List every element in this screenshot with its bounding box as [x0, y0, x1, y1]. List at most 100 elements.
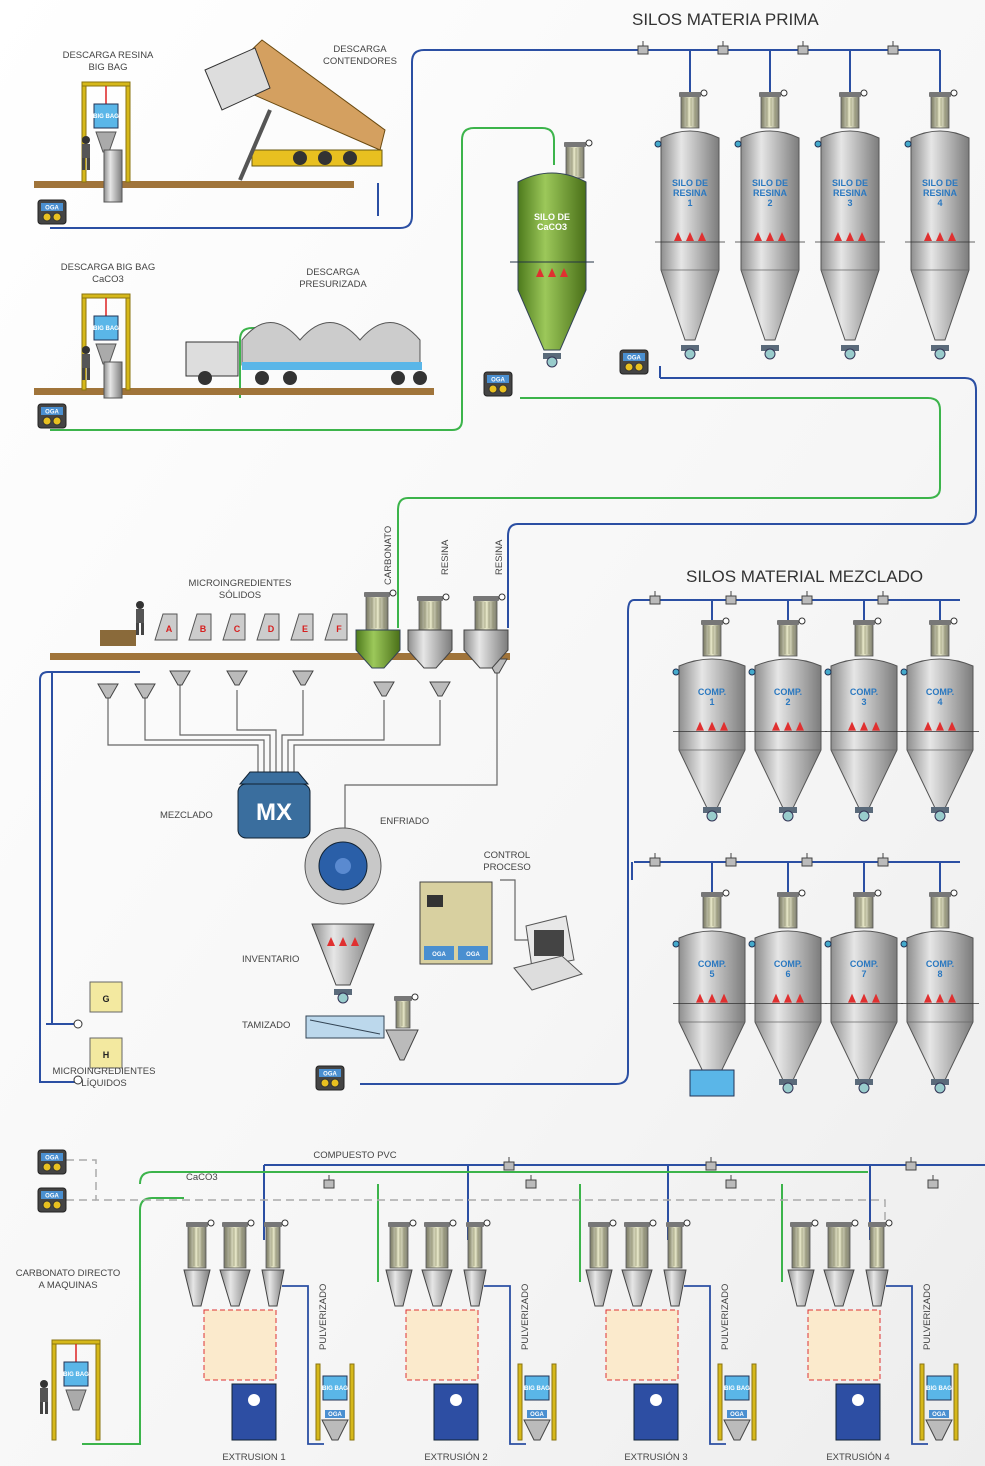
oga-label: OGA	[45, 1156, 59, 1162]
liquid-tank-label: G	[102, 994, 109, 1004]
silo-label: 3	[847, 198, 852, 208]
diverter-valve-icon	[927, 1179, 939, 1189]
operator-icon	[82, 136, 90, 144]
filter-cartridge	[589, 1225, 609, 1269]
silo-label: CaCO3	[537, 222, 567, 232]
gray-lines	[107, 672, 540, 941]
heading-silos-material-mezclado: SILOS MATERIAL MEZCLADO	[686, 567, 923, 586]
mixer-label: MX	[256, 799, 292, 826]
sensor-icon	[734, 140, 742, 148]
sensor-icon	[654, 140, 662, 148]
alarm-triangle-icon	[766, 232, 774, 241]
diverter-valve-icon	[649, 595, 661, 605]
pulverizado-label: PULVERIZADO	[520, 1284, 531, 1350]
alarm-triangle-icon	[834, 232, 842, 241]
filter-cartridge	[680, 95, 700, 129]
big-bag	[724, 1375, 750, 1401]
level-sensor-icon	[498, 593, 506, 601]
oga-label: OGA	[45, 1194, 59, 1200]
filter-cartridge	[223, 1225, 247, 1269]
silo-label: RESINA	[923, 188, 958, 198]
liquid-tank-label: H	[103, 1050, 110, 1060]
big-bag	[93, 103, 119, 129]
label-mezclado: MEZCLADO	[160, 810, 213, 821]
label-resina-2: RESINA	[494, 539, 505, 575]
alarm-triangle-icon	[560, 268, 568, 277]
compound-silos: COMP.1COMP.2COMP.3COMP.4COMP.5COMP.6COMP…	[649, 591, 979, 1097]
micro-hopper-label: C	[234, 624, 241, 634]
loader-hopper	[463, 1269, 487, 1307]
diverter-valve-icon	[649, 857, 661, 867]
alarm-triangle-icon	[936, 993, 944, 1003]
diverter-valve-icon	[637, 45, 649, 55]
alarm-triangle-icon	[536, 268, 544, 277]
filter-cartridge	[791, 1225, 811, 1269]
extruder-label: EXTRUSIÓN 3	[624, 1452, 687, 1463]
alarm-triangle-icon	[339, 937, 347, 946]
wheel-icon	[318, 151, 332, 165]
filter-cartridge	[625, 1225, 649, 1269]
silo-label: 7	[861, 969, 866, 979]
svg-text:BIG BAG: BIG BAG	[93, 114, 119, 120]
silo-label: 4	[937, 198, 942, 208]
sensor-icon	[748, 668, 756, 676]
silo-label: 1	[709, 697, 714, 707]
sensor-icon	[672, 940, 680, 948]
level-sensor-icon	[409, 1219, 417, 1227]
alarm-triangle-icon	[948, 721, 956, 731]
micro-hopper	[324, 613, 348, 641]
hydraulic-ram	[238, 109, 272, 181]
silo-label: SILO DE	[752, 178, 788, 188]
alarm-triangle-icon	[696, 721, 704, 731]
micro-hopper-label: A	[166, 624, 173, 634]
weigh-hopper	[134, 683, 156, 699]
diverter-valve-icon	[801, 857, 813, 867]
rotary-valve-icon	[844, 348, 856, 360]
oga-label: OGA	[323, 1072, 337, 1078]
filter-cartridge	[565, 145, 585, 179]
filter-cartridge	[760, 95, 780, 129]
silo-label: COMP.	[698, 687, 726, 697]
svg-text:BIG BAG: BIG BAG	[724, 1386, 750, 1392]
alarm-triangle-icon	[936, 721, 944, 731]
gray-dashed-lines	[66, 1159, 886, 1220]
label-enfriado: ENFRIADO	[380, 816, 429, 827]
diverter-valve-icon	[877, 857, 889, 867]
level-sensor-icon	[722, 617, 730, 625]
sensor-icon	[824, 668, 832, 676]
extruder-label: EXTRUSION 1	[222, 1452, 285, 1463]
label-descarga-resina: DESCARGA RESINA	[63, 50, 154, 61]
hopper	[723, 1419, 751, 1441]
extruder-label: EXTRUSIÓN 2	[424, 1452, 487, 1463]
level-sensor-icon	[950, 889, 958, 897]
alarm-triangle-icon	[848, 993, 856, 1003]
silo-label: SILO DE	[832, 178, 868, 188]
label-microingredientes-liquidos: MICROINGREDIENTES	[53, 1066, 156, 1077]
pulverizado-frame	[919, 1363, 925, 1441]
extruder-body	[231, 1383, 277, 1441]
micro-hopper	[188, 613, 212, 641]
level-sensor-icon	[585, 139, 593, 147]
dosing-unit	[605, 1309, 679, 1381]
alarm-triangle-icon	[936, 232, 944, 241]
silo-label: RESINA	[673, 188, 708, 198]
weigh-station	[689, 1069, 735, 1097]
pulverizado-frame	[315, 1363, 321, 1441]
diverter-valve-icon	[323, 1179, 335, 1189]
big-bag	[63, 1361, 89, 1387]
dosing-unit	[405, 1309, 479, 1381]
svg-text:BIG BAG: BIG BAG	[926, 1386, 952, 1392]
sensor-icon	[748, 940, 756, 948]
label-solidos: SÓLIDOS	[219, 590, 261, 601]
pulverizado-label: PULVERIZADO	[922, 1284, 933, 1350]
loader-hopper	[385, 1269, 413, 1307]
loader-hopper	[183, 1269, 211, 1307]
svg-text:OGA: OGA	[466, 952, 480, 958]
silo-label: SILO DE	[534, 212, 570, 222]
micro-hopper	[222, 613, 246, 641]
pulverizado-label: PULVERIZADO	[720, 1284, 731, 1350]
diverter-valve-icon	[905, 1161, 917, 1171]
